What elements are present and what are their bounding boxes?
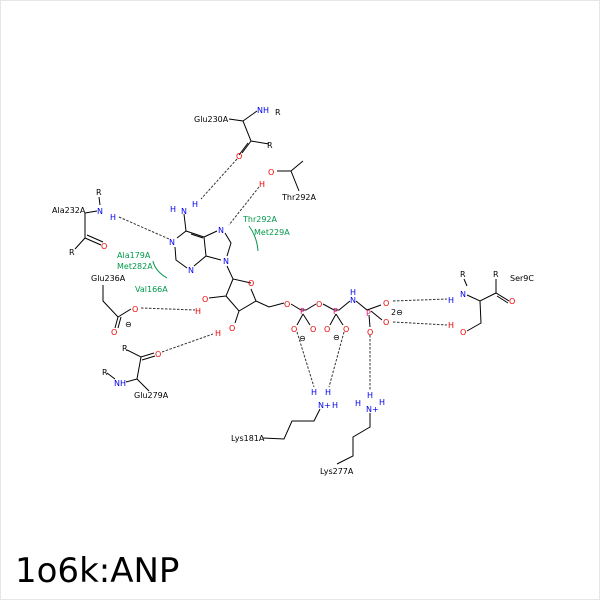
page-title: 1o6k:ANP — [15, 551, 180, 591]
atom-label: H — [195, 307, 201, 316]
atom-label: R — [460, 270, 466, 279]
atom-label: R — [493, 270, 499, 279]
atom-label: H — [379, 398, 385, 407]
atom-label: O — [343, 325, 349, 334]
atom-label: R — [69, 248, 75, 257]
atom-label: H — [311, 388, 317, 397]
atom-label: O — [367, 328, 373, 337]
atom-label: H — [355, 399, 361, 408]
atom-label: O — [383, 299, 389, 308]
atom-label: N — [460, 290, 466, 299]
charge-label: ⊖ — [333, 333, 340, 342]
atom-label: O — [236, 152, 242, 161]
atom-label: O — [316, 300, 322, 309]
atom-label: H — [448, 296, 454, 305]
hydrophobic-label: Val166A — [135, 285, 168, 294]
hydrophobic-arc-ala179-val166 — [152, 260, 168, 279]
atom-label: N — [188, 266, 194, 275]
atom-label: O — [460, 328, 466, 337]
atom-label: H — [332, 401, 338, 410]
atom-label: NH — [257, 106, 269, 115]
hydrophobic-arc-thr292-met229 — [248, 225, 259, 252]
atom-label: O — [268, 168, 274, 177]
atom-label: P — [333, 307, 338, 316]
atom-label: NH — [114, 379, 126, 388]
atom-label: N — [350, 296, 356, 305]
atom-label: O — [202, 295, 208, 304]
atom-label: O — [291, 325, 297, 334]
atom-label: N — [97, 207, 103, 216]
atom-label: N+ — [318, 401, 331, 410]
atom-label: H — [367, 391, 373, 400]
atom-label: H — [259, 180, 265, 189]
residue-label-lys181: Lys181A — [231, 434, 265, 443]
residue-label-lys277: Lys277A — [320, 467, 354, 476]
residue-label-glu279: Glu279A — [134, 391, 169, 400]
hydrophobic-label: Ala179A — [117, 251, 151, 260]
atom-label: H — [110, 213, 116, 222]
charge-label: ⊖ — [299, 334, 306, 343]
atom-label: H — [215, 329, 221, 338]
residue-label-glu236: Glu236A — [91, 274, 126, 283]
atom-label: N+ — [366, 405, 379, 414]
atom-label: O — [101, 242, 107, 251]
atom-label: H — [192, 200, 198, 209]
atom-label: N — [169, 238, 175, 247]
atom-label: H — [170, 205, 176, 214]
atom-label: N — [218, 226, 224, 235]
atom-label: R — [122, 344, 128, 353]
atom-label: O — [324, 325, 330, 334]
hydrogen-bonds — [118, 158, 448, 390]
atom-label: H — [350, 288, 356, 297]
residue-label-ser9: Ser9C — [510, 274, 534, 283]
atom-label: R — [102, 368, 108, 377]
atom-label: H — [448, 321, 454, 330]
atom-label: P — [366, 309, 371, 318]
hydrophobic-label: Met229A — [254, 228, 290, 237]
atom-label: O — [509, 297, 515, 306]
atom-label: R — [96, 188, 102, 197]
atom-label: O — [284, 300, 290, 309]
atom-label: O — [383, 318, 389, 327]
residue-label-glu230: Glu230A — [194, 115, 229, 124]
atom-label: H — [325, 388, 331, 397]
atom-label: O — [132, 305, 138, 314]
atom-label: O — [155, 350, 161, 359]
residue-label-thr292: Thr292A — [281, 193, 317, 202]
atom-label: O — [248, 279, 254, 288]
atom-label: O — [229, 324, 235, 333]
atom-label: N — [181, 207, 187, 216]
hydrophobic-label: Thr292A — [242, 215, 278, 224]
charge-label: ⊖ — [125, 320, 132, 329]
atom-label: R — [267, 141, 273, 150]
hydrophobic-label: Met282A — [117, 262, 153, 271]
atom-label: O — [310, 325, 316, 334]
bonds — [74, 110, 510, 465]
atom-label: R — [275, 108, 281, 117]
atom-label: P — [300, 307, 305, 316]
atom-label: N — [223, 257, 229, 266]
charge-label: 2⊖ — [391, 308, 403, 317]
atom-label: O — [111, 328, 117, 337]
residue-label-ala232: Ala232A — [52, 206, 86, 215]
